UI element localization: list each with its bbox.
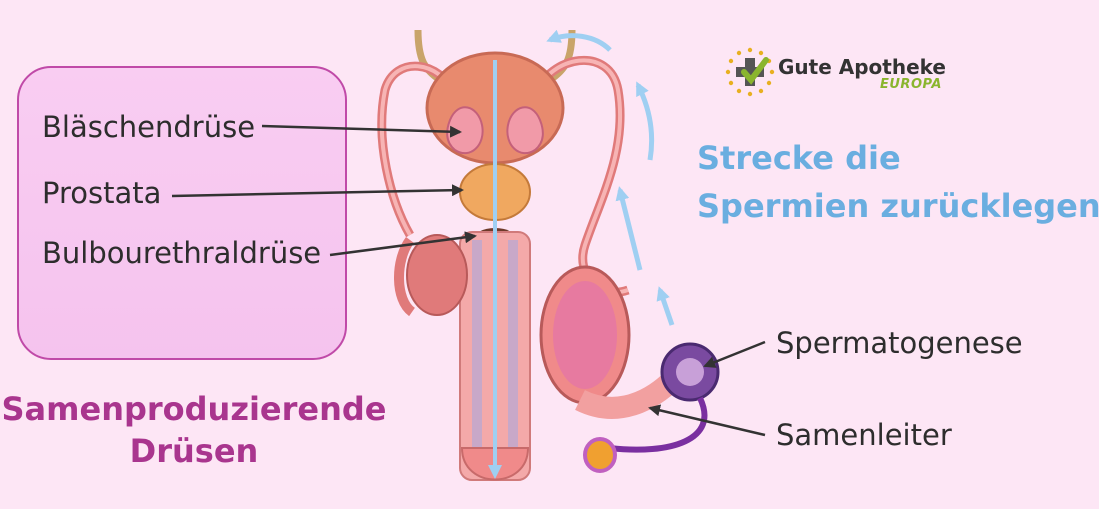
logo-sub: EUROPA (880, 77, 942, 92)
path-title-line1: Strecke die (697, 139, 901, 177)
urethra-band-left (472, 240, 482, 470)
pointer-vas-deferens (648, 404, 766, 437)
path-title-line2: Spermien zurücklegen (697, 187, 1099, 225)
glands-title-line1: Samenproduzierende (1, 390, 387, 428)
pointer-spermatogenesis (703, 340, 766, 368)
label-prostate: Prostata (42, 176, 162, 210)
pointer-prostate (171, 184, 464, 198)
logo-name: Gute Apotheke (778, 55, 946, 79)
epididymis-left (394, 237, 416, 317)
logo-emblem (725, 47, 775, 97)
testis-right-inner (553, 281, 617, 389)
label-bulbourethral: Bulbourethraldrüse (42, 236, 322, 270)
glands-title-line2: Drüsen (129, 432, 259, 470)
path-arrow-2 (615, 186, 643, 271)
pointer-bulbourethral (329, 231, 477, 257)
urethra-band-right (508, 240, 518, 470)
seminal-vesicle-right (506, 106, 544, 155)
label-vas-deferens: Samenleiter (776, 418, 952, 452)
label-spermatogenesis: Spermatogenese (776, 326, 1023, 360)
purple-duct (609, 396, 708, 453)
glands-box (17, 66, 347, 360)
path-arrow-1 (656, 286, 675, 326)
label-seminal-vesicle: Bläschendrüse (42, 110, 256, 144)
medical-cross-icon (736, 58, 764, 86)
seminal-vesicle-left (446, 106, 484, 155)
check-icon (741, 57, 769, 85)
sperm-head (583, 437, 617, 473)
path-arrow-3 (635, 81, 655, 161)
path-arrow-4 (546, 29, 612, 52)
vas-left-loop-inner (379, 64, 457, 236)
pointer-seminal-vesicle (261, 124, 462, 138)
testis-left (406, 234, 468, 316)
